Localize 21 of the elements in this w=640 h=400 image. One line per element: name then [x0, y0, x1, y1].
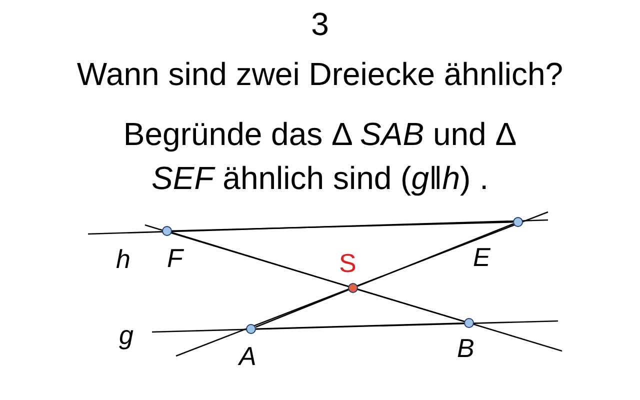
point-marker: [246, 324, 256, 334]
point-marker: [162, 226, 172, 236]
line-segment: [358, 288, 464, 322]
point-marker: [513, 217, 523, 227]
point-label: F: [167, 245, 183, 271]
question-text: Wann sind zwei Dreiecke ähnlich?: [76, 56, 564, 93]
line-segment: [357, 223, 514, 287]
task-text: Begründe das Δ SAB und Δ SEF ähnlich sind (g‖h) .: [122, 115, 518, 198]
line-label: h: [116, 246, 130, 272]
point-marker: [464, 318, 474, 328]
line-segment: [256, 322, 464, 330]
heading-number: 3: [311, 6, 329, 43]
point-marker: [348, 283, 358, 293]
point-label: E: [473, 244, 490, 270]
line-segment: [255, 289, 349, 328]
line-segment: [172, 221, 514, 232]
line-label: g: [119, 322, 134, 348]
point-label: A: [239, 343, 256, 369]
point-label: S: [339, 250, 356, 276]
line-segment: [172, 232, 348, 288]
point-label: B: [457, 335, 474, 361]
